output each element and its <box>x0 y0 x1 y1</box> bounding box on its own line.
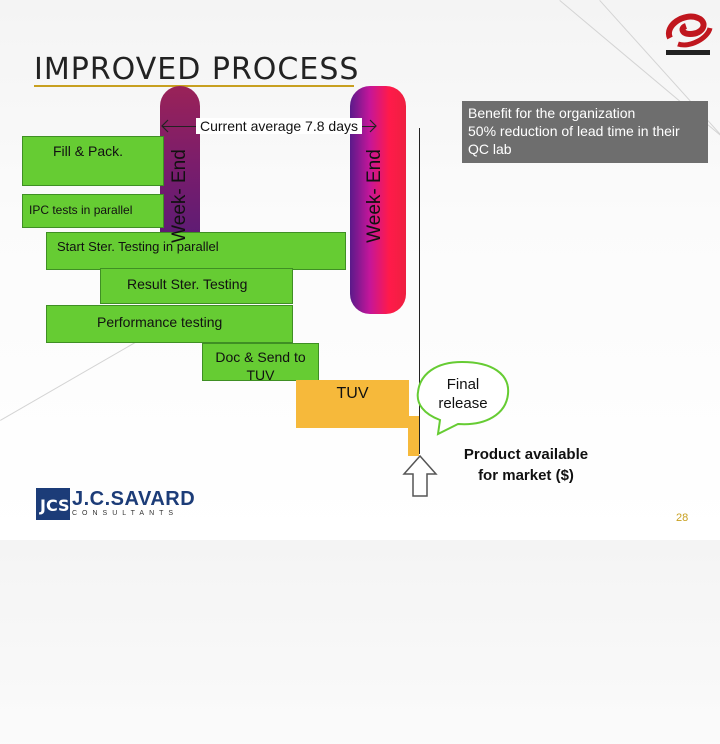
jcs-logo-icon: JCS <box>36 488 70 520</box>
product-available-line2: for market ($) <box>478 467 574 484</box>
benefit-line1: Benefit for the organization <box>468 105 636 121</box>
step-ipc-tests: IPC tests in parallel <box>22 194 164 228</box>
benefit-line2: 50% reduction of lead time in their <box>468 123 680 139</box>
page-number: 28 <box>676 512 689 524</box>
tuv-box: TUV <box>296 380 409 428</box>
final-release-line1: Final <box>446 376 480 393</box>
week-end-label-2: Week- End <box>364 149 385 243</box>
company-logo-top <box>665 13 713 55</box>
company-name: J.C.SAVARD <box>72 488 196 510</box>
week-end-label-1: Week- End <box>169 149 190 243</box>
svg-text:JCS: JCS <box>39 496 70 515</box>
step-doc-send-tuv: Doc & Send to TUV <box>202 343 319 383</box>
benefit-line3: QC lab <box>468 141 512 157</box>
final-release-text: Final release <box>420 375 506 413</box>
step-start-ster-testing: Start Ster. Testing in parallel <box>46 232 346 270</box>
step-doc-send-line2: TUV <box>246 367 275 383</box>
step-result-ster-testing: Result Ster. Testing <box>100 268 293 304</box>
timeline-marker-line <box>419 128 420 454</box>
final-release-callout <box>416 360 510 436</box>
company-subtitle: CONSULTANTS <box>72 510 179 517</box>
decorative-line <box>559 0 720 644</box>
benefit-box: Benefit for the organization 50% reducti… <box>462 101 708 163</box>
final-release-line2: release <box>438 395 488 412</box>
step-fill-pack: Fill & Pack. <box>22 136 164 186</box>
bracket-arrows <box>161 119 377 133</box>
up-arrow-icon <box>402 454 438 497</box>
step-doc-send-line1: Doc & Send to <box>215 349 306 365</box>
tuv-strip <box>408 416 419 456</box>
step-performance-testing: Performance testing <box>46 305 293 343</box>
product-available-line1: Product available <box>463 446 589 463</box>
product-available-text: Product available for market ($) <box>440 444 612 486</box>
title-underline <box>34 85 354 87</box>
page-title: IMPROVED PROCESS <box>34 52 360 87</box>
current-average-label: Current average 7.8 days <box>196 118 362 134</box>
